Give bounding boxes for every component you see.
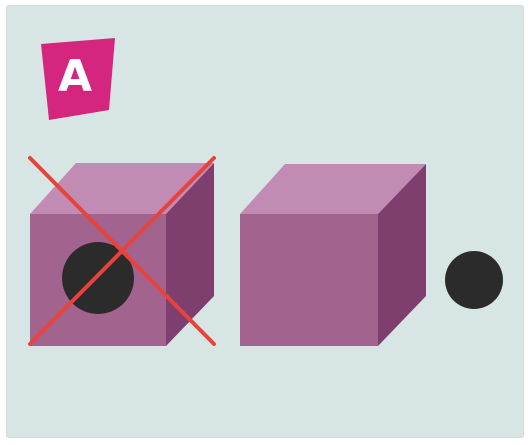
- right-cube: [240, 164, 426, 346]
- ball-outside-icon: [445, 251, 503, 309]
- right-cube-front-face: [240, 214, 378, 346]
